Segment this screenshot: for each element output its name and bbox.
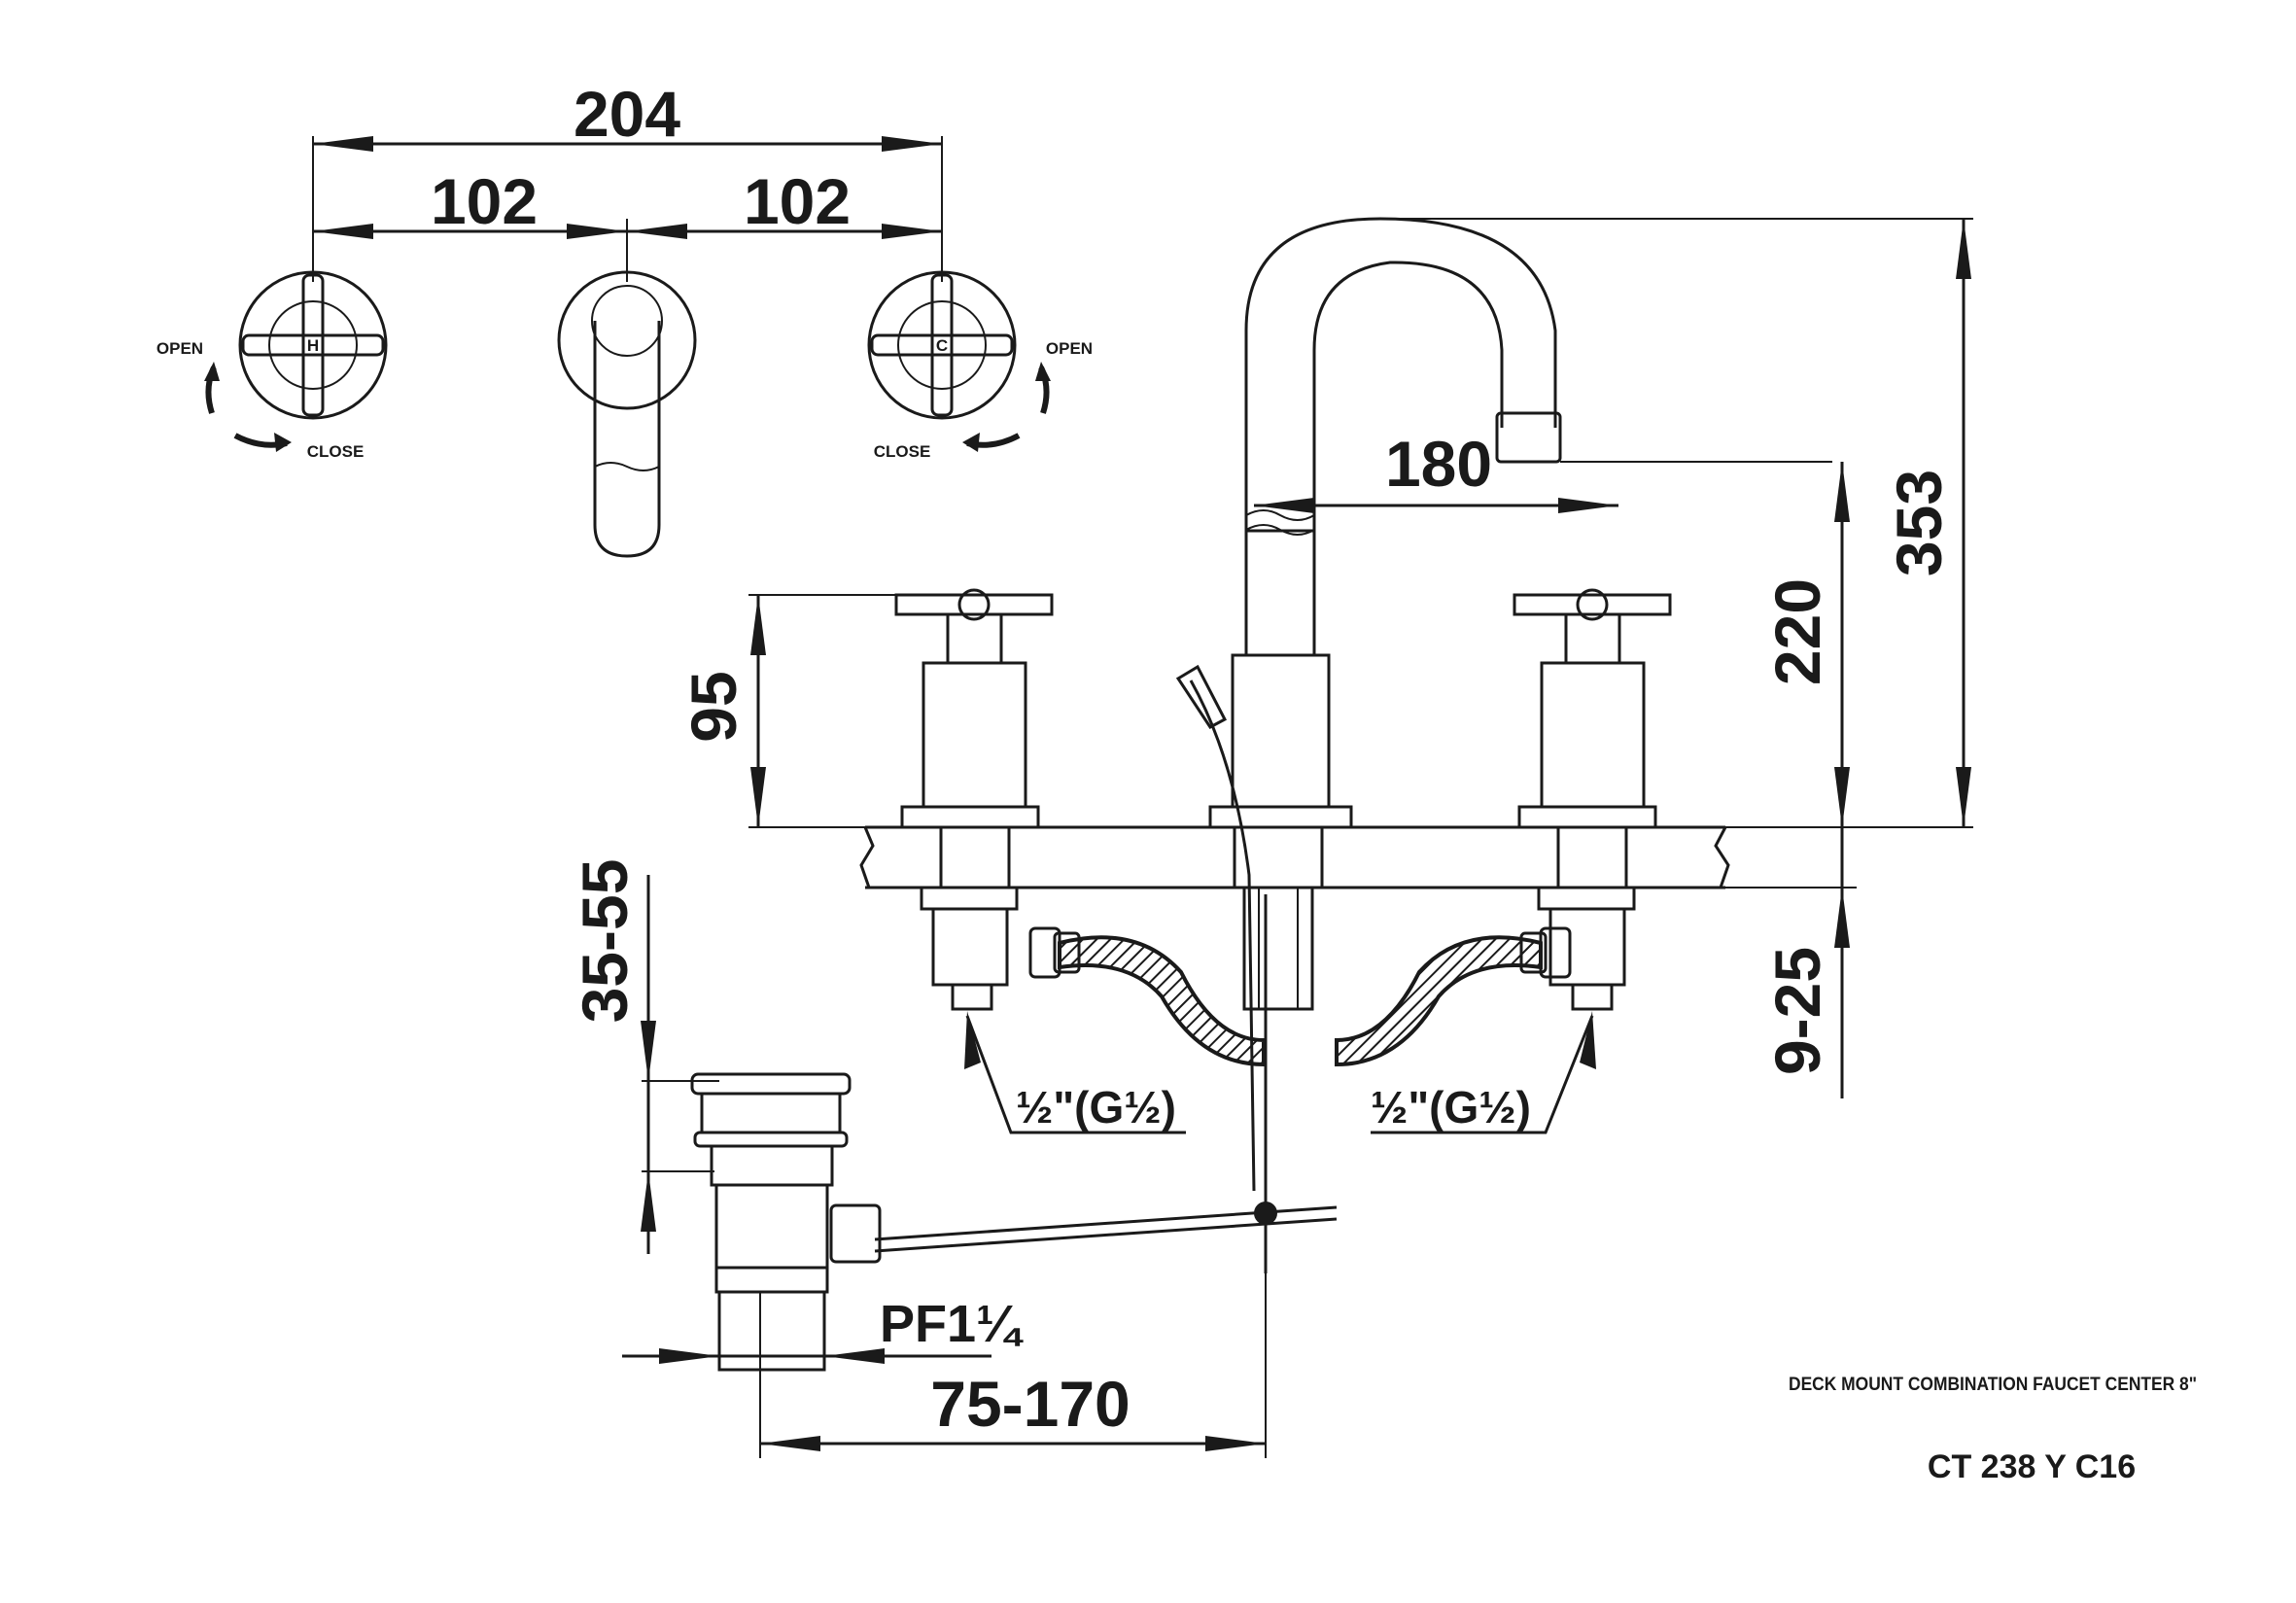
spout-shank	[1233, 825, 1324, 1011]
left-open-label: OPEN	[157, 339, 203, 358]
right-open-label: OPEN	[1046, 339, 1093, 358]
dim-drain-thread-label: PF1¼	[880, 1295, 1024, 1353]
hose-thread-left-label: ½"(G½)	[1016, 1082, 1176, 1133]
dim-overall-width: 204	[313, 78, 942, 152]
left-handle-mark: H	[307, 336, 319, 355]
dim-deck-thickness-label: 9-25	[1761, 947, 1833, 1075]
dim-total-height-label: 353	[1883, 470, 1955, 576]
dim-drain-range: 35-55	[569, 859, 719, 1254]
hose-thread-right-label: ½"(G½)	[1371, 1082, 1531, 1133]
dim-drain-thread: PF1¼	[622, 1295, 1024, 1364]
dim-hose-thread-right: ½"(G½)	[1371, 1011, 1596, 1134]
spout-top-view	[557, 270, 697, 558]
right-handle-mark: C	[936, 336, 948, 355]
dim-deck-thickness: 9-25	[1725, 827, 1857, 1098]
left-valve	[894, 588, 1054, 1011]
dim-drain-offset: 75-170	[759, 1273, 1267, 1458]
dim-half-widths: 102 102	[313, 165, 942, 239]
dim-drain-range-label: 35-55	[569, 859, 641, 1024]
dim-spout-reach-label: 180	[1385, 428, 1492, 500]
front-view: 180 353 220 9-25	[569, 217, 1973, 1458]
dim-spout-reach: 180	[1245, 428, 1832, 544]
right-close-label: CLOSE	[874, 442, 931, 461]
deck-slab	[859, 825, 1730, 889]
dim-half-width-left-label: 102	[431, 165, 538, 237]
left-close-label: CLOSE	[307, 442, 365, 461]
dim-handle-height: 95	[678, 594, 972, 828]
dim-hose-thread-left: ½"(G½)	[964, 1011, 1186, 1134]
title-block: DECK MOUNT COMBINATION FAUCET CENTER 8" …	[1789, 1375, 2197, 1485]
dim-spout-height: 220	[1761, 462, 1850, 827]
drawing-description: DECK MOUNT COMBINATION FAUCET CENTER 8"	[1789, 1375, 2197, 1395]
spout-body	[1208, 217, 1562, 829]
right-handle-top-view: C OPEN CLOSE	[867, 270, 1093, 461]
right-valve	[1513, 588, 1672, 1011]
hoses	[1028, 926, 1572, 1067]
popup-rod	[874, 664, 1338, 1273]
model-number: CT 238 Y C16	[1928, 1448, 2136, 1485]
drain-assembly	[690, 1072, 882, 1372]
dim-half-width-right-label: 102	[744, 165, 851, 237]
dim-overall-width-label: 204	[574, 78, 680, 150]
dim-spout-height-label: 220	[1761, 578, 1833, 685]
top-view: 204 102 102 H OPEN CLOSE	[157, 78, 1093, 558]
dim-handle-height-label: 95	[678, 671, 749, 742]
dim-total-height: 353	[1380, 218, 1973, 828]
dim-drain-offset-label: 75-170	[930, 1368, 1131, 1440]
left-handle-top-view: H OPEN CLOSE	[157, 270, 388, 461]
